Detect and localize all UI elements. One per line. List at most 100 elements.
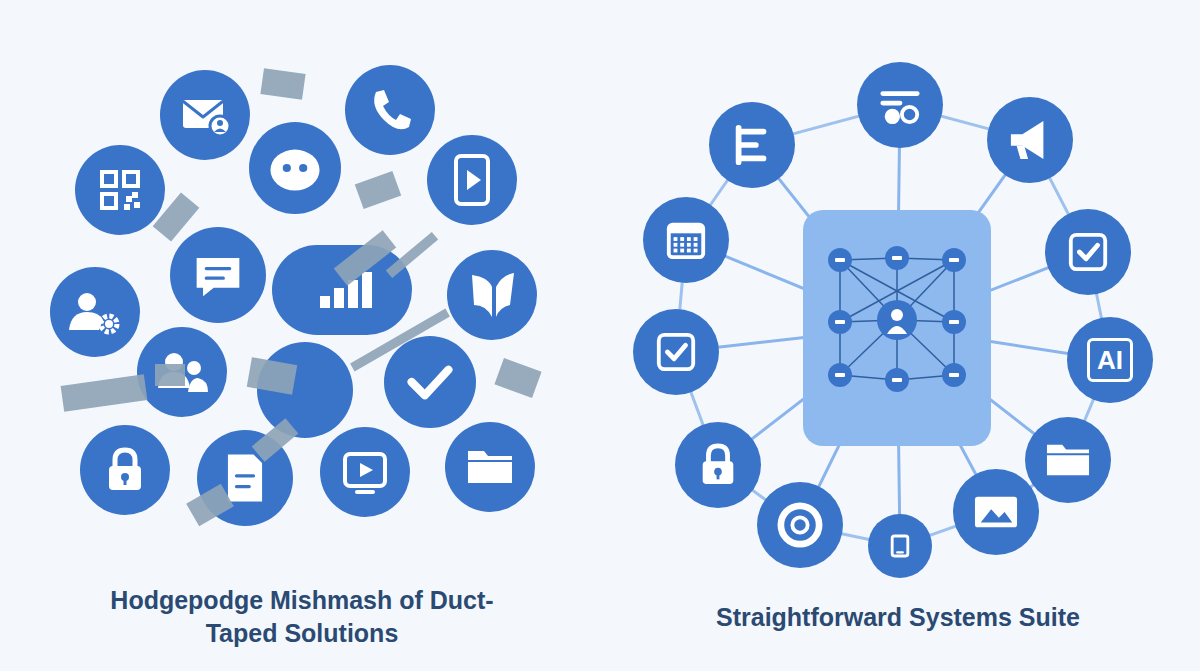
- icon-shape: [680, 249, 684, 253]
- icon-shape: [345, 454, 385, 486]
- icon-badge: [50, 267, 140, 357]
- icon-shape: [496, 273, 514, 317]
- icon-shape: [669, 225, 703, 258]
- duct-tape: [247, 357, 298, 395]
- duct-tape: [260, 68, 305, 100]
- icon-shape: [109, 466, 141, 490]
- icon-shape: [228, 455, 262, 502]
- hub-dot-glyph: [892, 256, 902, 260]
- icon-badge: [633, 309, 719, 395]
- duct-tape: [386, 232, 438, 278]
- icon-badge: [1025, 417, 1111, 503]
- badge-circle: [1045, 209, 1131, 295]
- icon-shape: [236, 476, 253, 487]
- icon-badge: [272, 245, 412, 335]
- icon-shape: [124, 478, 127, 485]
- icon-glyph: [892, 536, 908, 556]
- badge-circle: [384, 336, 476, 428]
- icon-shape: [115, 450, 135, 468]
- icon-glyph: [228, 455, 262, 502]
- icon-shape: [134, 202, 140, 208]
- icon-glyph: [659, 335, 693, 369]
- hub-dot: [885, 368, 909, 392]
- icon-shape: [217, 120, 223, 126]
- icon-shape: [132, 192, 138, 198]
- icon-shape: [687, 237, 691, 241]
- hub-dot-glyph: [949, 258, 959, 262]
- icon-shape: [124, 204, 130, 210]
- hub-dot: [942, 363, 966, 387]
- icon-shape: [680, 237, 684, 241]
- icon-shape: [687, 249, 691, 253]
- icon-shape: [708, 446, 727, 463]
- icon-shape: [1011, 121, 1044, 159]
- icon-shape: [78, 293, 96, 311]
- icon-glyph: [102, 172, 140, 210]
- badge-circle: [320, 427, 410, 517]
- icon-shape: [210, 116, 230, 136]
- icon-glyph: [468, 451, 512, 483]
- hub-dot: [942, 310, 966, 334]
- icon-shape: [102, 194, 116, 208]
- icon-shape: [703, 461, 734, 484]
- icon-glyph: [197, 258, 240, 296]
- icon-badge: [384, 336, 476, 428]
- icon-badge: [160, 70, 250, 160]
- icon-badge: [675, 422, 761, 508]
- icon-shape: [897, 551, 903, 553]
- icon-circle-node: AI: [1067, 317, 1153, 403]
- hub-dot: [885, 246, 909, 270]
- icon-shape: [739, 128, 764, 162]
- icon-glyph: [669, 225, 703, 258]
- icon-badge: [709, 102, 795, 188]
- badge-circle: [445, 422, 535, 512]
- icon-glyph: [739, 128, 764, 162]
- duct-tape: [350, 309, 450, 372]
- icon-shape: [1071, 235, 1105, 269]
- icon-glyph: [1047, 445, 1089, 476]
- icon-badge: [987, 97, 1073, 183]
- badge-circle: [643, 197, 729, 283]
- icon-shape: [1017, 146, 1028, 159]
- icon-shape: [374, 90, 411, 129]
- duct-tape: [186, 484, 234, 527]
- hub-dot: [828, 248, 852, 272]
- icon-glyph: [975, 497, 1017, 528]
- icon-glyph: [412, 370, 449, 396]
- badge-circle: [709, 102, 795, 188]
- icon-shape: [680, 243, 684, 247]
- hub-panel: [803, 210, 991, 446]
- badge-circle: [633, 309, 719, 395]
- icon-shape: [674, 237, 678, 241]
- icon-shape: [188, 378, 208, 392]
- icon-shape: [270, 150, 319, 191]
- icon-badge: [249, 122, 341, 214]
- icon-shape: [348, 280, 358, 308]
- icon-shape: [883, 94, 917, 104]
- duct-tape: [494, 358, 541, 398]
- icon-shape: [126, 196, 132, 202]
- duct-tape: [355, 171, 401, 209]
- icon-shape: [694, 249, 698, 253]
- hub-dot: [942, 248, 966, 272]
- icon-shape: [674, 249, 678, 253]
- icon-badge: [447, 250, 537, 340]
- hub-dot: [828, 310, 852, 334]
- icon-shape: [667, 345, 685, 358]
- icon-shape: [124, 172, 138, 186]
- icon-badge: [953, 469, 1039, 555]
- duct-tape: [334, 230, 396, 286]
- icon-shape: [320, 296, 330, 308]
- icon-badge: [757, 482, 843, 568]
- icon-shape: [694, 237, 698, 241]
- badge-circle: [137, 327, 227, 417]
- badge-circle: [170, 227, 266, 323]
- hub-dot-glyph: [892, 378, 902, 382]
- caption: Hodgepodge Mishmash of Duct-Taped Soluti…: [92, 584, 512, 649]
- badge-circle: [675, 422, 761, 508]
- badge-circle: [1025, 417, 1111, 503]
- icon-shape: [892, 536, 908, 556]
- icon-shape: [1047, 445, 1089, 476]
- icon-badge: [170, 227, 266, 323]
